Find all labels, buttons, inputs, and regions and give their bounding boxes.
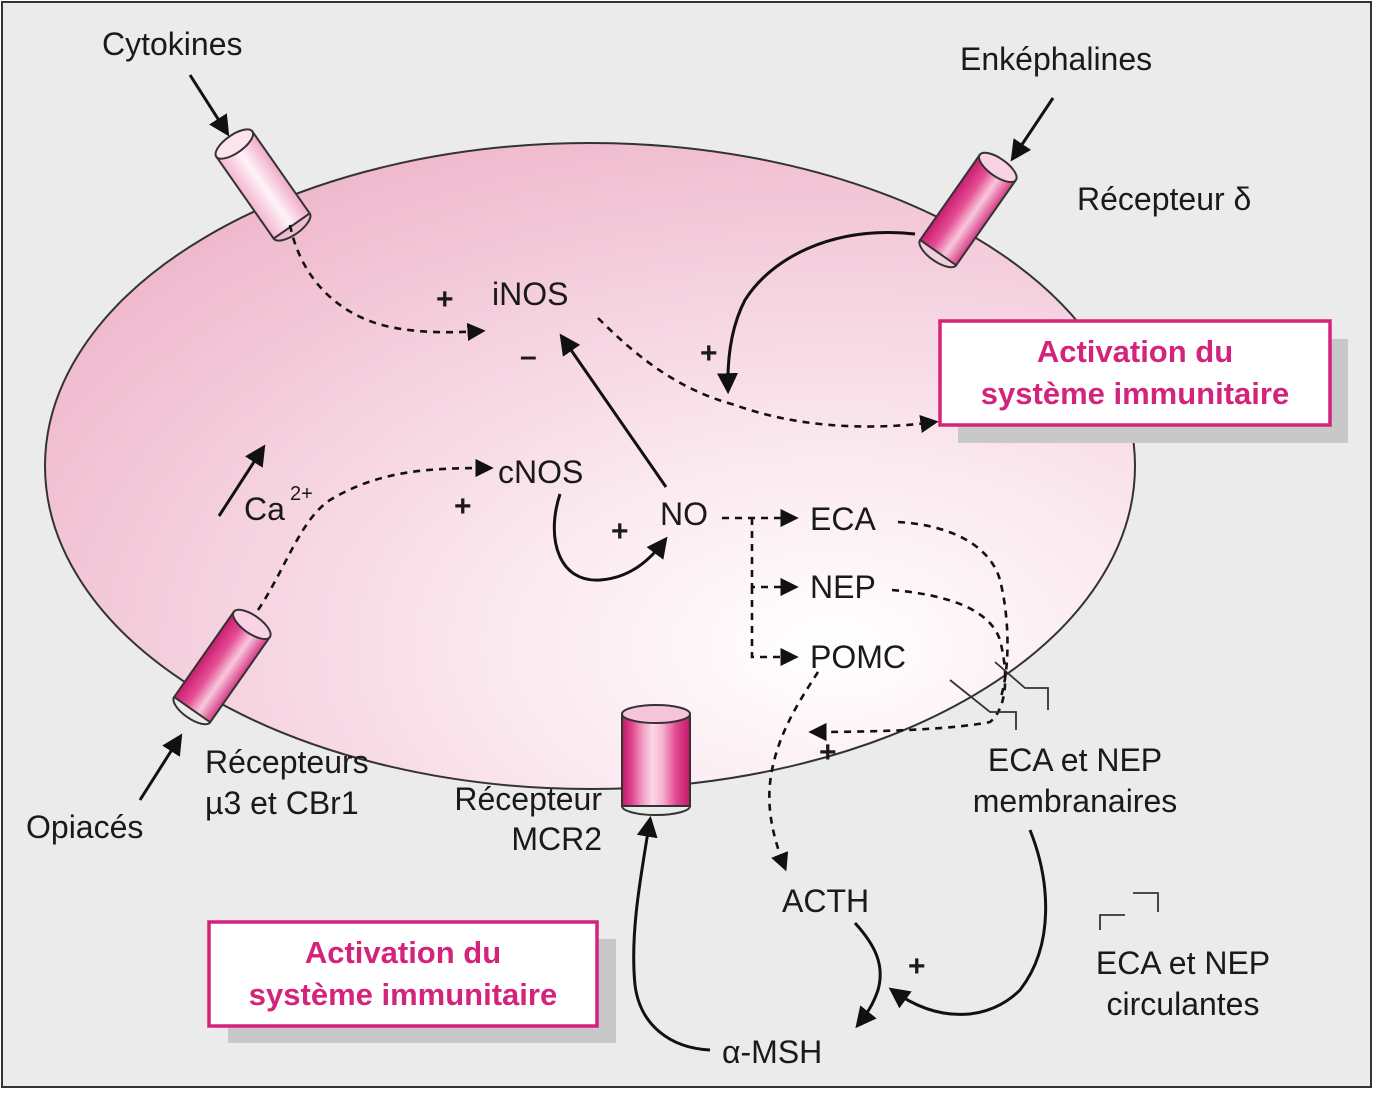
arrow-no-inhibits-inos bbox=[559, 333, 668, 488]
label-opiaces: Opiacés bbox=[26, 809, 143, 845]
label-membranaires-line2: membranaires bbox=[973, 783, 1178, 819]
arrow-enkephalines bbox=[1010, 97, 1055, 162]
cell-membrane bbox=[44, 142, 1136, 790]
mcr2-receptor bbox=[621, 704, 691, 816]
delta-receptor bbox=[918, 151, 1018, 269]
label-enkephalines: Enképhalines bbox=[960, 41, 1152, 77]
plus-eca-nep: + bbox=[819, 736, 837, 769]
arrow-cytokines bbox=[188, 74, 230, 137]
label-nep: NEP bbox=[810, 569, 876, 605]
label-msh: α-MSH bbox=[722, 1034, 822, 1070]
arrow-acth-to-msh bbox=[853, 921, 882, 1029]
label-recepteurs-line2: µ3 et CBr1 bbox=[205, 785, 359, 821]
plus-delta: + bbox=[700, 337, 718, 370]
dashed-pomc-to-acth bbox=[768, 671, 820, 872]
cytokine-receptor bbox=[214, 128, 312, 242]
label-inos: iNOS bbox=[492, 276, 568, 312]
arrow-delta-to-activation bbox=[717, 231, 916, 395]
dashed-nep-loop bbox=[808, 588, 1007, 742]
activation-right-line2: système immunitaire bbox=[981, 376, 1289, 411]
dashed-arrows bbox=[256, 224, 1009, 872]
arrow-cnos-to-no bbox=[552, 493, 668, 582]
label-circulantes-line1: ECA et NEP bbox=[1096, 945, 1270, 981]
label-cytokines: Cytokines bbox=[102, 26, 243, 62]
arrow-eca-nep-to-msh bbox=[888, 829, 1048, 1016]
label-ca: Ca bbox=[244, 491, 285, 527]
label-mcr2-line2: MCR2 bbox=[511, 821, 602, 857]
label-mcr2-line1: Récepteur bbox=[454, 781, 602, 817]
label-eca: ECA bbox=[810, 501, 876, 537]
label-membranaires-line1: ECA et NEP bbox=[988, 742, 1162, 778]
minus-no-inos: – bbox=[520, 340, 537, 373]
activation-right-line1: Activation du bbox=[1037, 334, 1233, 369]
label-pomc: POMC bbox=[810, 639, 906, 675]
plus-cytokine-inos: + bbox=[436, 283, 454, 316]
dashed-mu3-to-cnos bbox=[256, 458, 494, 611]
arrow-ca-increase bbox=[217, 444, 266, 517]
label-cnos: cNOS bbox=[498, 454, 583, 490]
solid-arrows bbox=[138, 74, 1055, 1052]
label-acth: ACTH bbox=[782, 883, 869, 919]
label-ca-charge: 2+ bbox=[290, 483, 313, 505]
arrow-msh-to-mcr2 bbox=[632, 815, 711, 1052]
activation-box-left: Activation du système immunitaire bbox=[207, 920, 616, 1043]
label-circulantes-line2: circulantes bbox=[1107, 986, 1260, 1022]
plus-mu3-cnos: + bbox=[454, 490, 472, 523]
dashed-inos-to-activation bbox=[597, 317, 939, 433]
label-recepteur-delta: Récepteur δ bbox=[1077, 181, 1251, 217]
activation-box-right: Activation du système immunitaire bbox=[938, 319, 1348, 443]
dashed-eca-loop bbox=[897, 520, 1009, 701]
mu3-cbr1-receptor bbox=[172, 608, 272, 726]
plus-circulantes: + bbox=[908, 950, 926, 983]
activation-left-line1: Activation du bbox=[305, 935, 501, 970]
plus-cnos-no: + bbox=[611, 515, 629, 548]
label-recepteurs-line1: Récepteurs bbox=[205, 744, 369, 780]
label-no: NO bbox=[660, 496, 708, 532]
bracket-marks bbox=[949, 661, 1159, 930]
activation-left-line2: système immunitaire bbox=[249, 977, 557, 1012]
arrow-opiaces bbox=[138, 733, 183, 801]
dashed-branch-pomc bbox=[750, 587, 799, 667]
dashed-cytokine-to-inos bbox=[288, 224, 486, 341]
